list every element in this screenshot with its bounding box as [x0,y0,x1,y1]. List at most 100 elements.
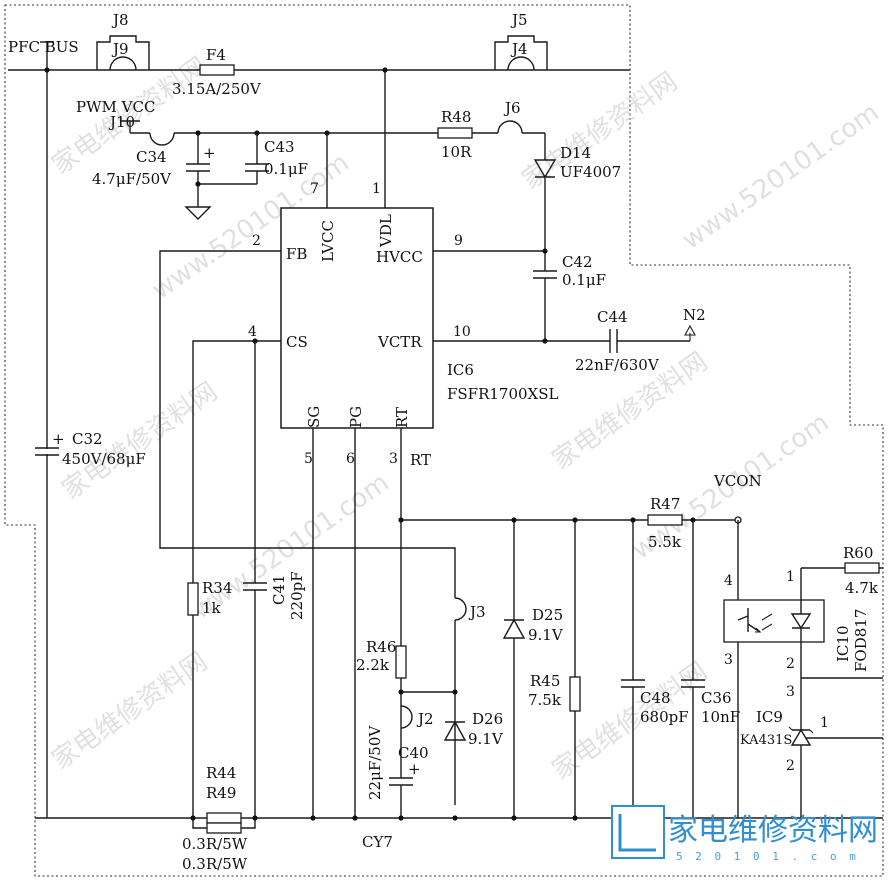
pin-name-cs: CS [286,333,308,351]
c40-ref: C40 [398,744,429,762]
r48-value: 10R [441,143,472,161]
cy7-label: CY7 [362,833,393,851]
cap-c43: C43 0.1μF [195,130,308,187]
pin-name-vctr: VCTR [377,333,422,351]
c36-ref: C36 [701,689,732,707]
ic9-pin1: 1 [820,715,829,731]
r48-ref: R48 [441,108,471,126]
r47-value: 5.5k [648,533,682,551]
f4-ref: F4 [206,46,226,64]
site-logo: 家电维修资料网 5 2 0 1 0 1 . c o m [611,805,878,863]
cap-c32: + C32 450V/68μF [35,430,146,468]
r46-value: 2.2k [356,656,390,674]
ic10-pin3: 3 [724,652,733,668]
c34-value: 4.7μF/50V [92,170,172,188]
d26-ref: D26 [472,710,503,728]
d25-ref: D25 [532,606,563,624]
r34-value: 1k [202,599,222,617]
pin-num-fb: 2 [252,233,261,249]
j2-label: J2 [416,710,434,728]
r60-ref: R60 [843,544,873,562]
cap-c36: C36 10nF [681,520,740,818]
logo-url: 5 2 0 1 0 1 . c o m [676,850,859,863]
c36-value: 10nF [701,708,740,726]
c41-ref: C41 [270,574,288,605]
ic10-ref: IC10 [834,626,852,663]
ic10-pin2: 2 [786,656,795,672]
cap-c34: + C34 4.7μF/50V [92,130,216,220]
c42-ref: C42 [562,253,593,271]
ic10-pin4: 4 [724,573,733,589]
ic6-fsfr1700xsl: FB CS HVCC VCTR LVCC VDL SG PG RT IC6 FS… [280,207,559,429]
ic9-pin3: 3 [786,684,795,700]
resistor-r34: R34 1k [187,579,232,818]
r44-value: 0.3R/5W [182,835,248,853]
cap-c48: C48 680pF [621,679,689,818]
pin-name-vdl: VDL [377,214,395,248]
pwm-vcc-label: PWM VCC [76,98,155,116]
r49-ref: R49 [206,784,236,802]
pin-num-vctr: 10 [453,324,471,340]
watermark-text: www.520101.com [677,98,885,256]
pfc-bus-label: PFC BUS [8,38,79,56]
jumper-j3: J3 [454,597,486,805]
resistor-r46: R46 2.2k [356,638,407,778]
cap-c44: C44 22nF/630V N2 [575,306,706,374]
c44-ref: C44 [597,308,628,326]
c48-value: 680pF [640,708,689,726]
c32-value: 450V/68μF [62,450,146,468]
d14-ref: D14 [560,144,591,162]
ic9-ref: IC9 [756,708,783,726]
ic9-value: KA431S [740,733,792,748]
c48-ref: C48 [640,689,671,707]
j8-label: J8 [111,11,129,29]
c34-plus: + [203,144,216,162]
pin-name-pg: PG [347,406,365,428]
j6-label: J6 [503,99,521,117]
cap-c40: + C40 22μF/50V [366,725,429,818]
watermark-text: 家电维修资料网 [47,647,213,776]
d14-value: UF4007 [560,163,621,181]
c32-plus: + [52,430,65,448]
shunt-regulator-ic9: 3 2 1 IC9 KA431S [740,677,883,818]
j10-label: J10 [108,113,135,131]
jumper-j5-j4: J5 J4 [494,11,548,71]
pin-num-hvcc: 9 [454,233,463,249]
resistor-r47: R47 5.5k [630,495,683,680]
diode-d26: D26 9.1V [443,710,504,748]
pin-name-lvcc: LVCC [319,220,337,262]
fuse-f4: F4 3.15A/250V [172,46,262,98]
pin-num-rt: 3 [389,451,398,467]
pwm-vcc-net: PWM VCC J10 R48 10R J6 [76,98,545,161]
pin-name-rt: RT [393,407,411,428]
ic10-value: FOD817 [852,609,870,672]
logo-text: 家电维修资料网 [668,813,878,848]
resistor-r44-r49: R44 R49 0.3R/5W 0.3R/5W [182,764,258,873]
pin-name-fb: FB [286,245,307,263]
rt-net-label: RT [410,451,431,469]
jumper-j8-j9: J8 J9 [96,11,150,71]
ic6-ref: IC6 [447,361,474,379]
c40-plus: + [408,760,421,778]
pfc-bus-net: PFC BUS [8,38,630,818]
c34-ref: C34 [136,148,167,166]
d25-value: 9.1V [528,626,564,644]
diode-d14: D14 UF4007 [533,133,621,271]
j3-label: J3 [468,603,486,621]
r46-ref: R46 [366,638,396,656]
pin-num-sg: 5 [304,451,313,467]
r49-value: 0.3R/5W [182,855,248,873]
c41-value: 220pF [288,571,306,620]
r47-ref: R47 [650,495,680,513]
pin-num-pg: 6 [346,451,355,467]
c40-value: 22μF/50V [366,725,384,800]
diode-d25: D25 9.1V [502,517,564,818]
resistor-r45: R45 7.5k [528,517,581,818]
ic10-pin1: 1 [786,569,795,585]
c44-value: 22nF/630V [575,356,660,374]
pin-num-lvcc: 7 [310,181,319,197]
r45-ref: R45 [530,672,560,690]
c32-ref: C32 [72,430,103,448]
jumper-j2: J2 [400,705,434,729]
